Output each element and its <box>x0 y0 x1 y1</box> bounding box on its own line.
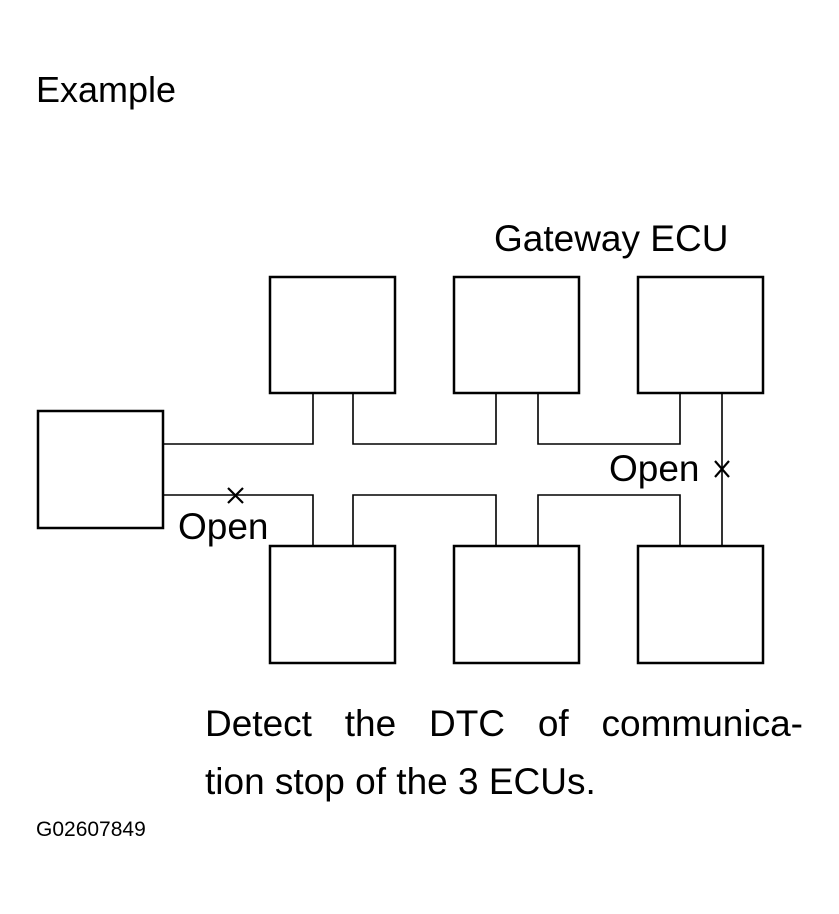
open-mark-right <box>714 460 730 478</box>
ecu-box-top-2 <box>452 275 581 395</box>
gateway-ecu-label: Gateway ECU <box>494 218 729 259</box>
gateway-ecu-box <box>636 275 765 395</box>
open-label-left: Open <box>178 506 269 547</box>
open-mark-left <box>227 487 244 504</box>
ecu-box-top-1 <box>268 275 397 395</box>
lower-bus-line <box>352 494 497 546</box>
caption-line-1: Detect the DTC of communica- <box>205 703 803 744</box>
ecu-box-bottom-3 <box>636 544 765 665</box>
diagram-caption: Detect the DTC of communica- tion stop o… <box>205 695 803 811</box>
upper-bus-line <box>163 393 314 445</box>
ecu-box-left <box>36 409 165 530</box>
upper-bus-line <box>352 393 497 445</box>
ecu-box-bottom-2 <box>452 544 581 665</box>
lower-bus-line <box>537 494 681 546</box>
open-label-right: Open <box>609 448 700 489</box>
ecu-box-bottom-1 <box>268 544 397 665</box>
upper-bus-line <box>537 393 681 445</box>
caption-line-2: tion stop of the 3 ECUs. <box>205 761 596 802</box>
lower-bus-line <box>163 494 314 546</box>
diagram-title: Example <box>36 69 177 110</box>
figure-code: G02607849 <box>36 818 146 841</box>
